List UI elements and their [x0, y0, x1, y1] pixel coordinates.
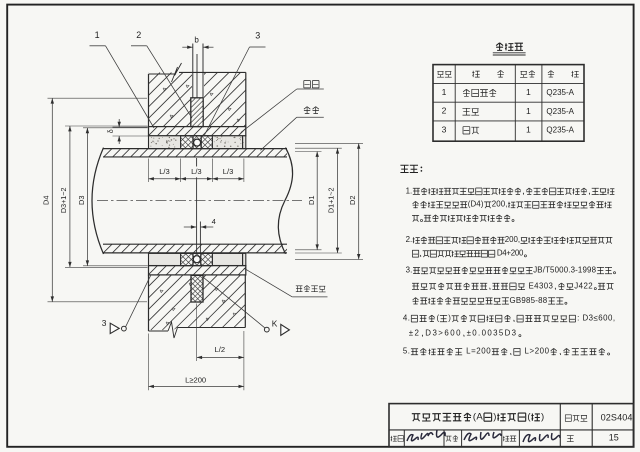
svg-text:1.: 1.: [406, 186, 413, 195]
svg-text:D4: D4: [42, 196, 51, 205]
svg-text:5.: 5.: [403, 347, 411, 356]
svg-text:1: 1: [526, 125, 531, 135]
svg-text:15: 15: [609, 433, 619, 443]
svg-text:D2: D2: [348, 196, 357, 205]
svg-text:2.: 2.: [406, 235, 413, 244]
svg-text:02S404: 02S404: [601, 413, 633, 423]
svg-text:(: (: [527, 411, 531, 422]
svg-text:GB985-88: GB985-88: [510, 296, 548, 305]
svg-text:3.: 3.: [406, 266, 413, 275]
svg-text:L/3: L/3: [223, 167, 234, 176]
svg-text:4: 4: [212, 217, 216, 226]
svg-text:D3>600: D3>600: [425, 328, 462, 337]
svg-text:): ): [448, 314, 451, 323]
svg-text:J422: J422: [574, 281, 593, 290]
svg-text:L>200: L>200: [522, 347, 550, 356]
svg-text:2: 2: [136, 30, 141, 40]
svg-text:Q235-A: Q235-A: [546, 88, 574, 97]
svg-text:L/2: L/2: [215, 345, 226, 354]
svg-text:4.: 4.: [403, 314, 410, 323]
svg-text:D1: D1: [307, 196, 316, 205]
svg-text:L≥200: L≥200: [185, 375, 206, 384]
svg-text:±2: ±2: [409, 328, 421, 337]
svg-text:δ: δ: [108, 129, 115, 133]
svg-text:D1+1~2: D1+1~2: [327, 188, 336, 214]
svg-text:L/3: L/3: [159, 167, 170, 176]
svg-text:E4303: E4303: [526, 281, 554, 290]
svg-text:1: 1: [526, 87, 531, 97]
svg-text:2: 2: [442, 106, 447, 116]
svg-text:200,: 200,: [492, 200, 508, 209]
svg-text:JB/T5000.3-1998: JB/T5000.3-1998: [533, 266, 596, 275]
svg-text:3: 3: [255, 31, 260, 41]
svg-text:D3: D3: [77, 196, 86, 205]
svg-text:b: b: [194, 36, 199, 45]
svg-text:: D3≤600,: : D3≤600,: [577, 314, 615, 323]
svg-text:(D4): (D4): [468, 200, 484, 209]
svg-text:Q235-A: Q235-A: [546, 107, 574, 116]
svg-text:Q235-A: Q235-A: [546, 126, 574, 135]
svg-text:D3+1~2: D3+1~2: [59, 188, 68, 214]
svg-text:D4+200: D4+200: [495, 249, 524, 258]
svg-text:1: 1: [526, 106, 531, 116]
svg-text:1: 1: [442, 87, 447, 97]
svg-text:K: K: [272, 319, 278, 329]
svg-text:): ): [493, 411, 496, 422]
svg-text:(: (: [437, 314, 440, 323]
svg-text:±0.0035D3: ±0.0035D3: [467, 328, 518, 337]
svg-text:L/3: L/3: [191, 167, 202, 176]
svg-text:(A: (A: [473, 411, 483, 422]
svg-text:3: 3: [442, 124, 447, 134]
svg-text:L=200: L=200: [463, 347, 491, 356]
svg-text:1: 1: [95, 30, 100, 40]
svg-text:200,: 200,: [505, 235, 520, 244]
svg-text:3: 3: [102, 318, 107, 328]
svg-text:): ): [541, 411, 544, 422]
